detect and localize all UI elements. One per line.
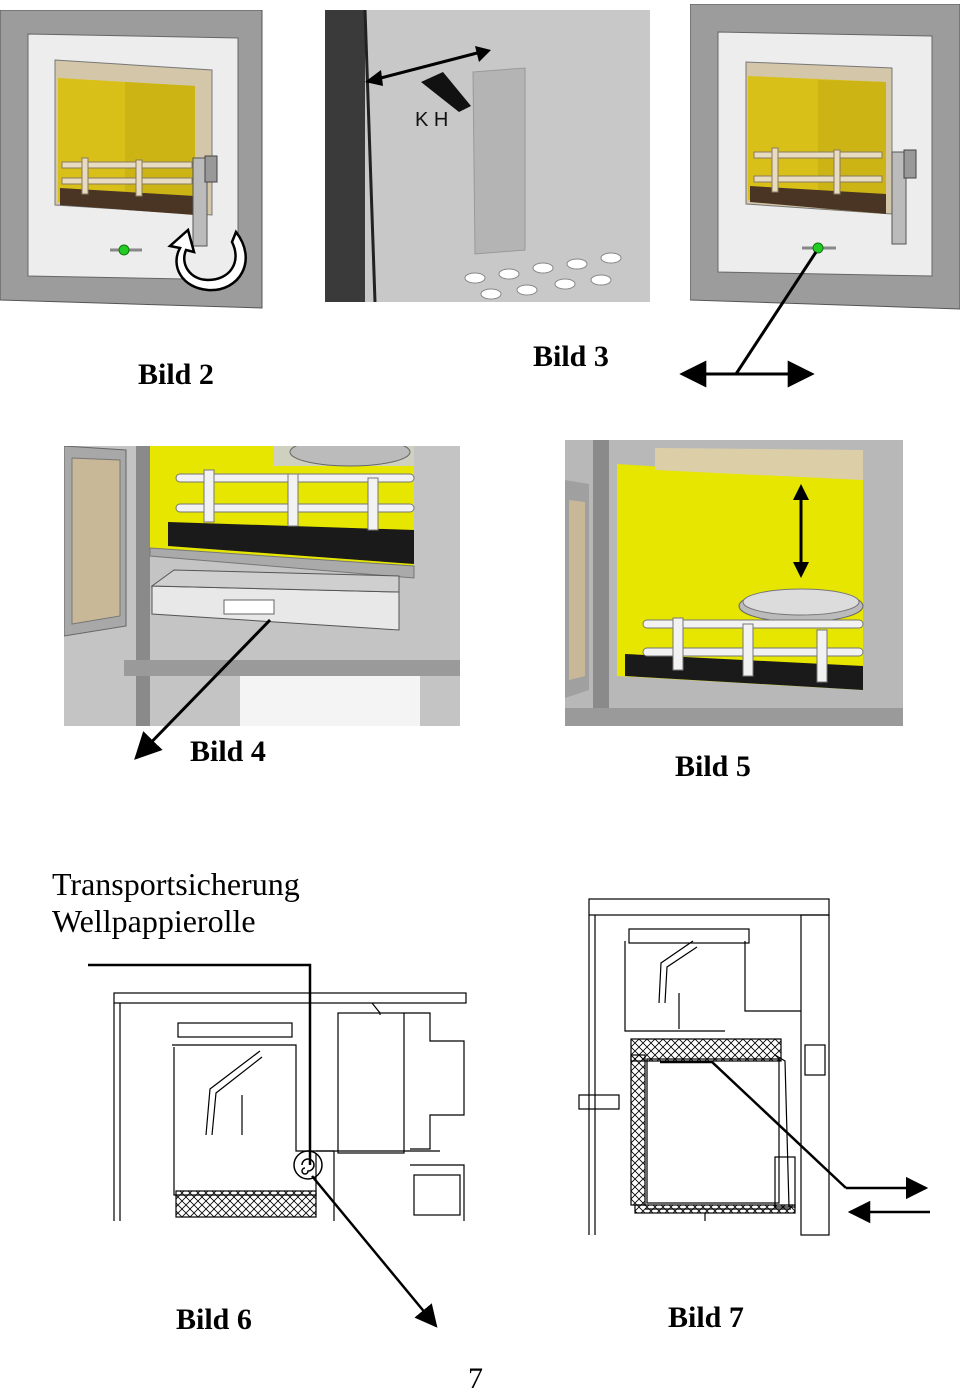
bild-3-side-panel: K H [325,10,650,302]
caption-bild-5: Bild 5 [675,750,751,783]
label-wellpappierolle: Wellpappierolle [52,903,256,939]
indicator-light [812,242,824,254]
light-pointer-arrow [679,251,818,388]
bild-5-grate-adjust [565,440,903,726]
bild-5-stove-front [690,4,960,310]
bild-6-section-drawing [113,992,467,1221]
page-number: 7 [468,1362,483,1395]
roll-pointer-arrow [311,1175,438,1328]
rotate-arrow-icon [167,227,247,292]
bild-7-section-drawing [578,898,830,1236]
bild-2-stove-front [0,10,263,309]
caption-bild-4: Bild 4 [190,735,266,768]
log-grate [61,157,193,197]
door-handle [192,157,208,247]
bild7-pointer-arrows [660,1060,930,1224]
caption-bild-2: Bild 2 [138,358,214,391]
indicator-light [118,244,130,256]
caption-bild-7: Bild 7 [668,1301,744,1334]
caption-bild-6: Bild 6 [176,1303,252,1336]
vertical-arrow-icon [793,484,809,578]
drawer-pointer-arrow [134,618,272,760]
caption-bild-3: Bild 3 [533,340,609,373]
bild-4-ash-drawer [64,446,460,726]
label-transportsicherung: Transportsicherung [52,866,300,902]
corrugated-roll-icon [293,1150,323,1180]
label-leader-line [88,963,312,1165]
double-arrow-icon [365,46,491,86]
kh-marking: K H [415,109,448,131]
